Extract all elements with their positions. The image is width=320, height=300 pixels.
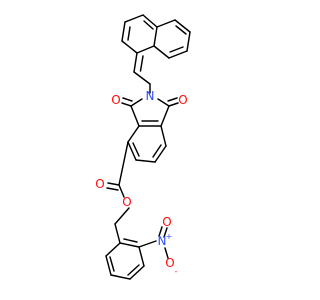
atom-labels: N O O O O N + O O - xyxy=(95,89,187,276)
bond xyxy=(114,223,121,244)
bond xyxy=(123,238,138,243)
bond xyxy=(139,55,144,72)
bond xyxy=(164,247,169,259)
bond xyxy=(167,97,178,102)
bond xyxy=(127,264,140,276)
bond xyxy=(174,19,191,33)
bond xyxy=(119,242,140,248)
bond xyxy=(121,21,126,42)
bond xyxy=(160,105,170,127)
carbonyl-oxygen-label: O xyxy=(95,177,104,191)
bond xyxy=(186,31,191,52)
nitro-nitrogen-charge: + xyxy=(166,232,173,241)
bond xyxy=(160,125,167,147)
imide-nitrogen-label: N xyxy=(146,89,155,103)
bond xyxy=(121,40,138,54)
bond xyxy=(158,226,163,237)
phthalimide-group xyxy=(121,83,179,163)
naphthalene-group xyxy=(121,14,191,85)
bond xyxy=(163,227,168,238)
bond xyxy=(168,102,179,107)
bond xyxy=(118,141,129,186)
bond xyxy=(127,125,140,143)
bond xyxy=(157,98,170,107)
bond xyxy=(135,159,156,163)
bond xyxy=(133,52,138,73)
bond xyxy=(132,142,140,157)
bond xyxy=(127,26,131,41)
nitrobenzyl-group xyxy=(105,223,169,280)
bond xyxy=(138,240,157,248)
bond xyxy=(127,141,137,161)
bond xyxy=(109,256,115,272)
nitro-nitrogen-label: N xyxy=(158,234,167,248)
bond xyxy=(114,207,130,225)
bond xyxy=(124,14,144,23)
bond xyxy=(129,265,145,280)
bond xyxy=(130,105,140,127)
ester-group xyxy=(106,141,130,225)
imide-oxygen-right-label: O xyxy=(178,93,187,107)
imide-oxygen-left-label: O xyxy=(111,93,120,107)
bond xyxy=(107,182,120,186)
bond xyxy=(105,255,112,276)
bond xyxy=(143,20,154,30)
nitro-oxygen-bottom-label: O xyxy=(165,256,174,270)
bond xyxy=(154,145,167,163)
bond xyxy=(152,144,162,158)
bond xyxy=(168,50,188,59)
nitro-oxygen-charge: - xyxy=(175,267,178,276)
bond xyxy=(118,184,125,198)
molecule-structure: N O O O O N + O O - xyxy=(95,14,191,280)
bond xyxy=(133,71,151,85)
bond xyxy=(106,187,119,191)
bond xyxy=(110,274,131,280)
bond xyxy=(153,45,170,59)
bond xyxy=(121,102,132,107)
bond xyxy=(136,45,155,54)
bond xyxy=(142,14,158,28)
nitro-oxygen-top-label: O xyxy=(162,215,171,229)
bond xyxy=(138,246,145,267)
bond xyxy=(130,98,143,107)
bond xyxy=(153,26,158,47)
bond xyxy=(122,97,133,102)
bond xyxy=(169,46,184,53)
bond xyxy=(175,25,187,35)
bond xyxy=(105,242,121,257)
ester-oxygen-label: O xyxy=(122,195,131,209)
bond xyxy=(156,19,176,28)
